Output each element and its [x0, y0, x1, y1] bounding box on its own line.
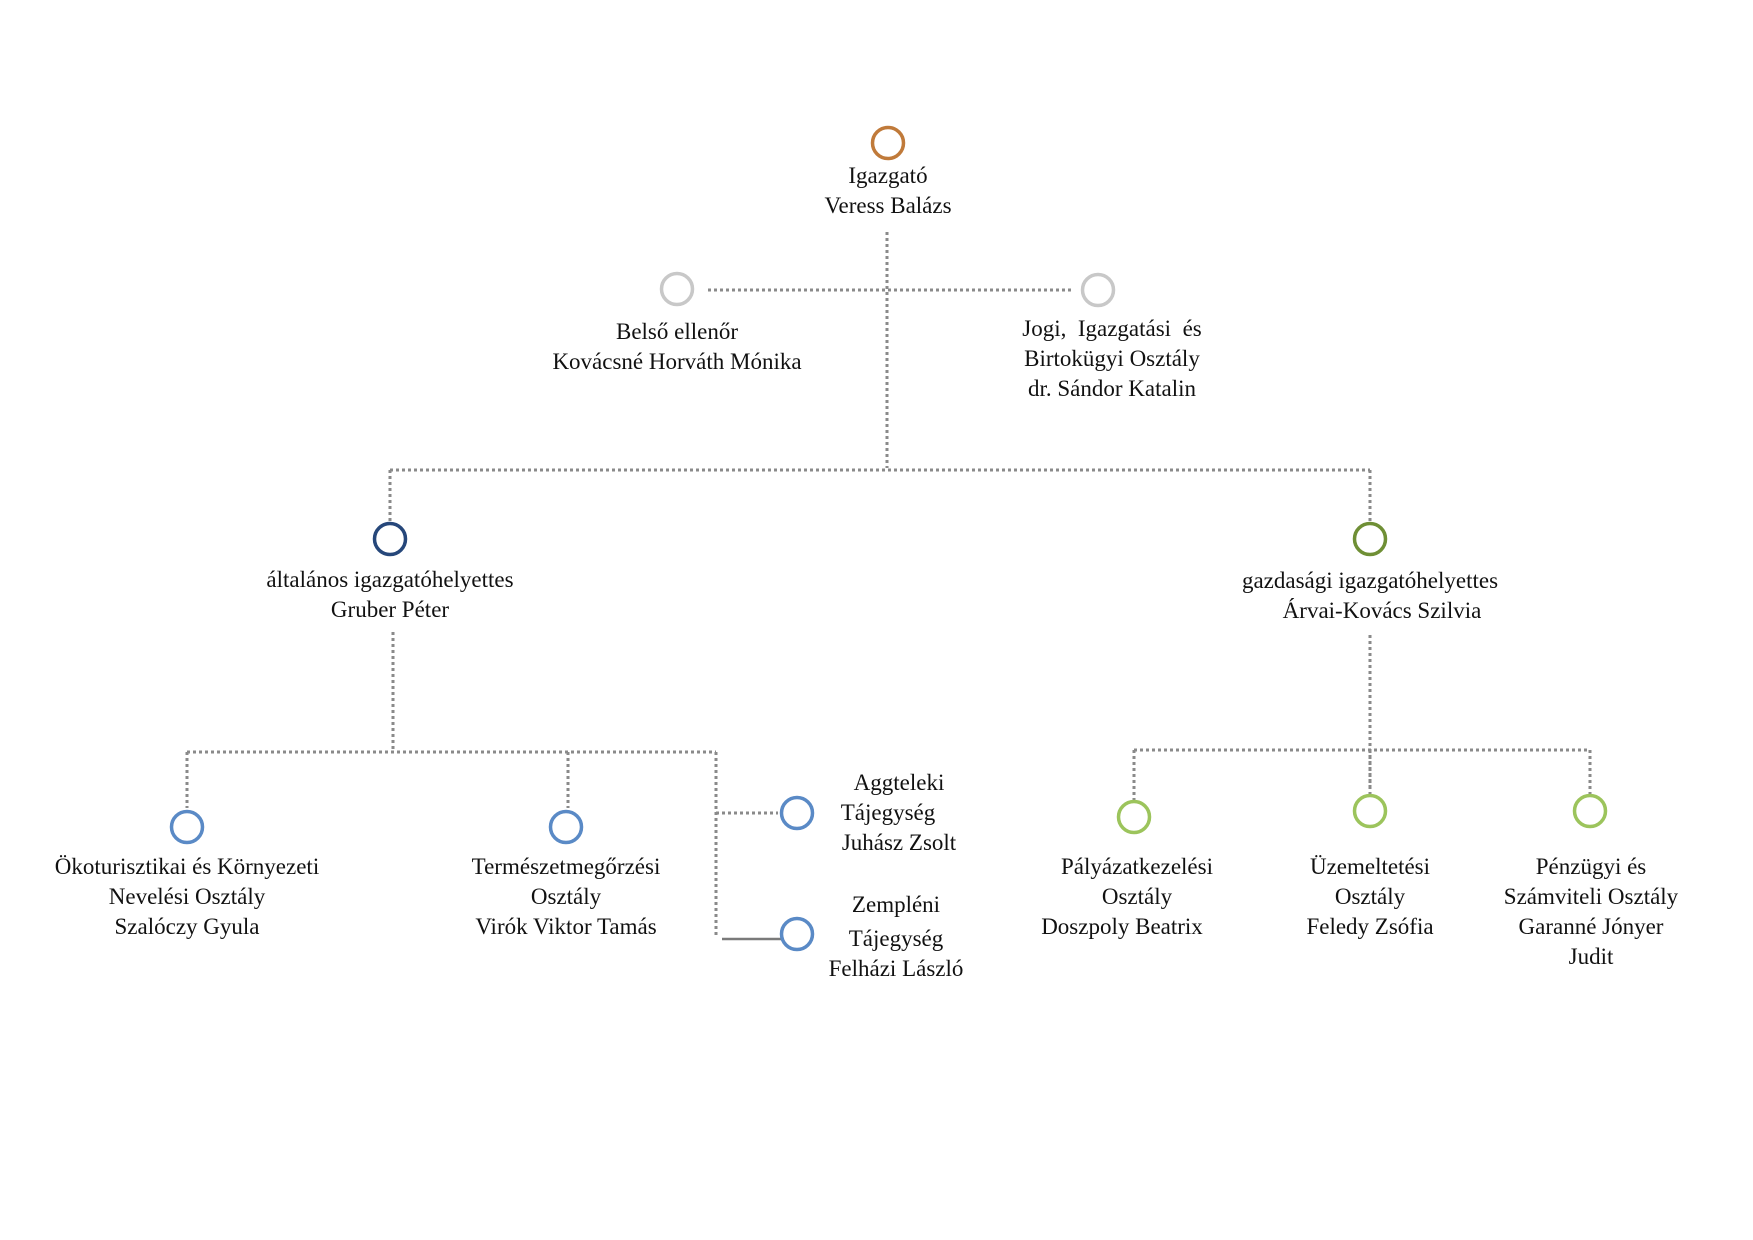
node-label-director: Igazgató Veress Balázs [824, 161, 951, 221]
node-label-internal-auditor: Belső ellenőr Kovácsné Horváth Mónika [552, 317, 801, 377]
finance-dept-title-line1: Pénzügyi és [1535, 854, 1647, 879]
legal-dept-title-line1: Jogi, Igazgatási és [1022, 316, 1202, 341]
ecotourism-dept-title-line2: Nevelési Osztály [108, 884, 266, 909]
operations-dept-title-line1: Üzemeltetési [1309, 854, 1431, 879]
zemplen-region-name: Felházi László [828, 956, 964, 981]
connector-economic-branches [1132, 748, 1592, 800]
operations-dept-title-line2: Osztály [1334, 884, 1406, 909]
node-label-ecotourism-dept: Ökoturisztikai és Környezeti Nevelési Os… [55, 852, 319, 942]
node-label-legal-dept: Jogi, Igazgatási és Birtokügyi Osztály d… [1022, 314, 1201, 404]
legal-dept-name: dr. Sándor Katalin [1027, 376, 1196, 401]
node-circle-conservation-dept [548, 809, 584, 845]
operations-dept-name: Feledy Zsófia [1306, 914, 1434, 939]
zemplen-region-title-line1: Zempléni [851, 892, 941, 917]
node-label-grants-dept: Pályázatkezelési Osztály Doszpoly Beatri… [1031, 852, 1213, 942]
node-label-zemplen-region: Zempléni Tájegység Felházi László [829, 890, 964, 984]
finance-dept-name-line1: Garanné Jónyer [1518, 914, 1664, 939]
aggtelek-region-title-line2: Tájegység [840, 800, 936, 825]
internal-auditor-title: Belső ellenőr [615, 319, 738, 344]
node-circle-legal-dept [1080, 272, 1116, 308]
node-circle-general-deputy [372, 521, 408, 557]
node-label-conservation-dept: Természetmegőrzési Osztály Virók Viktor … [472, 852, 661, 942]
ecotourism-dept-title-line1: Ökoturisztikai és Környezeti [54, 854, 320, 879]
node-circle-director [870, 125, 906, 161]
internal-auditor-name: Kovácsné Horváth Mónika [552, 349, 802, 374]
conservation-dept-title-line2: Osztály [530, 884, 602, 909]
aggtelek-region-title-line1: Aggteleki [853, 770, 945, 795]
grants-dept-name: Doszpoly Beatrix [1041, 914, 1203, 939]
director-name: Veress Balázs [824, 193, 952, 218]
conservation-dept-title-line1: Természetmegőrzési [471, 854, 661, 879]
connector-deputies-line [388, 468, 1372, 522]
connectors [185, 232, 1592, 941]
node-circle-aggtelek-region [779, 795, 815, 831]
node-label-general-deputy: általános igazgatóhelyettes Gruber Péter [266, 565, 513, 625]
node-circle-zemplen-region [779, 916, 815, 952]
node-circle-economic-deputy [1352, 521, 1388, 557]
node-label-finance-dept: Pénzügyi és Számviteli Osztály Garanné J… [1504, 852, 1678, 972]
node-circle-internal-auditor [659, 271, 695, 307]
ecotourism-dept-name: Szalóczy Gyula [114, 914, 260, 939]
zemplen-region-title-line2: Tájegység [848, 926, 944, 951]
conservation-dept-name: Virók Viktor Tamás [475, 914, 657, 939]
node-circle-ecotourism-dept [169, 809, 205, 845]
node-circle-operations-dept [1352, 793, 1388, 829]
grants-dept-title-line2: Osztály [1101, 884, 1173, 909]
connector-general-branches [185, 750, 718, 935]
director-title: Igazgató [848, 163, 928, 188]
node-circle-grants-dept [1116, 799, 1152, 835]
node-label-operations-dept: Üzemeltetési Osztály Feledy Zsófia [1306, 852, 1433, 942]
finance-dept-name-line2: Judit [1568, 944, 1614, 969]
general-deputy-title: általános igazgatóhelyettes [266, 567, 514, 592]
finance-dept-title-line2: Számviteli Osztály [1503, 884, 1679, 909]
node-circles [169, 125, 1608, 952]
grants-dept-title-line1: Pályázatkezelési [1061, 854, 1213, 879]
node-circle-finance-dept [1572, 793, 1608, 829]
node-label-aggtelek-region: Aggteleki Tájegység Juhász Zsolt [841, 768, 958, 858]
economic-deputy-title: gazdasági igazgatóhelyettes [1241, 568, 1499, 593]
legal-dept-title-line2: Birtokügyi Osztály [1024, 346, 1200, 371]
aggtelek-region-name: Juhász Zsolt [841, 830, 957, 855]
node-label-economic-deputy: gazdasági igazgatóhelyettes Árvai-Kovács… [1242, 566, 1498, 626]
general-deputy-name: Gruber Péter [330, 597, 450, 622]
economic-deputy-name: Árvai-Kovács Szilvia [1282, 598, 1482, 623]
